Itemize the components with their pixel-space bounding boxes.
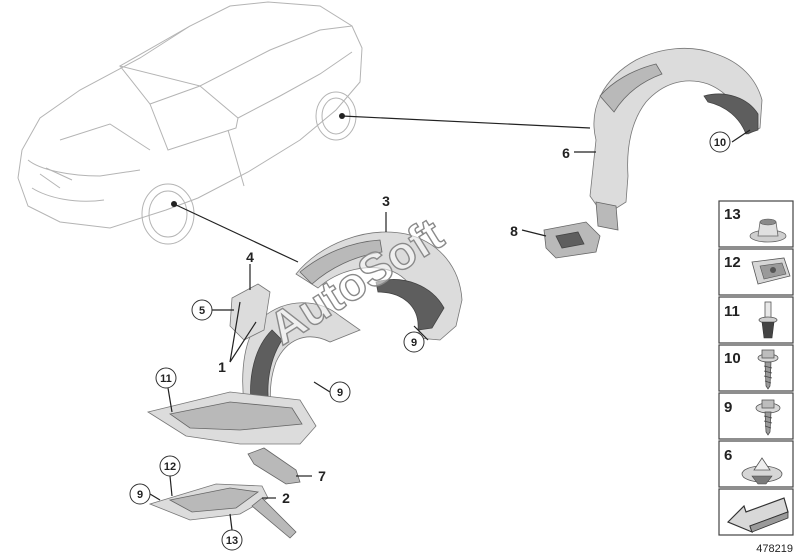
legend-label-6: 6	[724, 447, 732, 464]
washer-screw-icon	[755, 399, 781, 436]
flange-screw-icon	[757, 349, 779, 390]
legend-cell	[718, 392, 794, 440]
front-wheel-arch-liner-front	[295, 231, 463, 341]
callout-circle	[129, 483, 151, 505]
clip-nut-icon	[751, 257, 791, 285]
flange-nut-icon	[749, 218, 787, 243]
callout-circle	[191, 299, 213, 321]
callout-circle	[155, 367, 177, 389]
deflector-part-2	[148, 483, 297, 539]
car-outline	[17, 1, 363, 245]
callout-7: 7	[318, 468, 326, 484]
callout-9: 9	[137, 489, 143, 501]
callout-circle	[329, 381, 351, 403]
attach-dot	[171, 201, 177, 207]
expanding-clip-icon	[741, 457, 783, 485]
callout-9: 9	[337, 387, 343, 399]
underbody-panel	[146, 391, 317, 445]
callout-circle	[221, 529, 243, 551]
callout-1: 1	[218, 359, 226, 375]
callout-5: 5	[199, 305, 205, 317]
callout-6: 6	[562, 145, 570, 161]
legend-cell	[718, 344, 794, 392]
callout-11: 11	[160, 373, 172, 385]
expanding-rivet-icon	[758, 301, 778, 339]
callout-circle	[709, 131, 731, 153]
legend-cell	[718, 296, 794, 344]
callout-circle	[403, 331, 425, 353]
legend-label-11: 11	[724, 303, 740, 320]
callout-4: 4	[246, 249, 254, 265]
attach-dot	[339, 113, 345, 119]
fastener-legend: 13 12 11 10	[718, 200, 794, 536]
leader-lines	[149, 113, 751, 531]
bracket-part-8	[543, 221, 601, 259]
callout-circle	[159, 455, 181, 477]
callout-10: 10	[714, 137, 726, 149]
direction-arrow-icon	[726, 497, 789, 534]
callout-9: 9	[411, 337, 417, 349]
legend-label-13: 13	[724, 206, 741, 223]
legend-label-12: 12	[724, 254, 741, 271]
callout-3: 3	[382, 193, 390, 209]
callouts: 3 4 5 1 9 9 11 6 10 8 7 2 12 9 13	[129, 131, 731, 551]
document-number: 478219	[756, 543, 793, 555]
rear-wheel-arch-liner	[589, 47, 763, 231]
strip-part-7	[247, 447, 301, 485]
callout-2: 2	[282, 490, 290, 506]
callout-8: 8	[510, 223, 518, 239]
legend-label-9: 9	[724, 399, 732, 416]
bracket-part-4	[229, 283, 271, 341]
legend-label-10: 10	[724, 350, 741, 367]
callout-13: 13	[226, 535, 238, 547]
callout-12: 12	[164, 461, 176, 473]
